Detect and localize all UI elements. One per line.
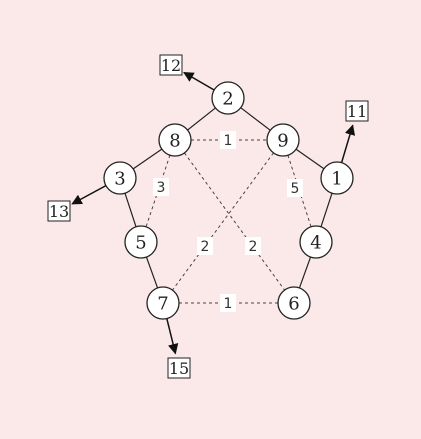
edge-weight-label: 5 [291,181,300,197]
edge-weight-label: 1 [224,296,233,312]
edge-weight-8-6: 2 [245,237,261,255]
node-label: 3 [114,169,125,190]
node-4: 4 [299,225,333,259]
dashed-edge-8-6 [184,152,285,291]
node-9: 9 [266,123,300,157]
edge-weight-label: 2 [249,239,258,255]
node-circle [211,81,245,115]
terminal-box-15: 15 [167,357,191,379]
solid-edge-2-9 [240,107,271,131]
terminal-box-frame [167,357,191,379]
solid-edge-4-6 [298,256,312,289]
node-label: 8 [169,131,180,152]
node-circle [158,123,192,157]
edge-weight-7-6: 1 [220,294,236,312]
node-circle [103,161,137,195]
solid-edge-3-5 [124,193,137,227]
node-label: 2 [222,89,233,110]
solid-edge-8-3 [132,148,163,170]
edge-weight-9-7: 2 [197,237,213,255]
solid-edge-5-7 [145,256,159,289]
edge-weight-bg [220,131,236,149]
node-6: 6 [277,286,311,320]
node-circle [146,286,180,320]
terminal-box-frame [159,54,183,76]
node-2: 2 [211,81,245,115]
node-label: 9 [277,131,288,152]
terminal-arrow-13 [71,184,107,205]
edge-weight-bg [197,237,213,255]
node-7: 7 [146,286,180,320]
terminal-box-label: 12 [161,56,181,75]
terminal-box-label: 13 [49,202,69,221]
edge-weight-label: 1 [224,133,233,149]
node-circle [266,123,300,157]
terminal-box-frame [47,200,71,222]
node-label: 6 [288,294,299,315]
terminal-box-frame [345,100,369,122]
node-3: 3 [103,161,137,195]
weights-layer: 1 3 5 2 2 1 [153,131,303,312]
edge-weight-bg [153,178,169,196]
terminal-arrow-11 [340,124,356,163]
terminal-box-12: 12 [159,54,183,76]
edge-weight-bg [245,237,261,255]
terminal-box-label: 11 [347,102,367,121]
edge-weight-bg [287,179,303,197]
terminal-arrow-15 [166,318,179,355]
node-label: 5 [135,233,146,254]
solid-edge-2-8 [187,107,216,131]
terminal-box-11: 11 [345,100,369,122]
terminal-box-label: 15 [169,359,189,378]
node-8: 8 [158,123,192,157]
node-5: 5 [124,225,158,259]
edge-weight-label: 3 [157,180,166,196]
solid-edge-1-4 [320,193,333,227]
edge-weight-label: 2 [201,239,210,255]
node-circle [124,225,158,259]
terminal-arrow-12 [183,71,215,91]
node-label: 1 [331,169,342,190]
node-label: 4 [310,233,321,254]
terminal-box-13: 13 [47,200,71,222]
dashed-edge-9-7 [172,152,274,291]
node-circle [277,286,311,320]
edge-weight-9-4: 5 [287,179,303,197]
edge-weight-8-9: 1 [220,131,236,149]
node-circle [320,161,354,195]
edge-weight-bg [220,294,236,312]
node-1: 1 [320,161,354,195]
node-label: 7 [157,294,168,315]
node-circle [299,225,333,259]
edge-weight-8-5: 3 [153,178,169,196]
nodes-layer: 2 8 9 3 1 5 4 7 6 [103,81,354,320]
solid-edge-9-1 [295,148,325,170]
